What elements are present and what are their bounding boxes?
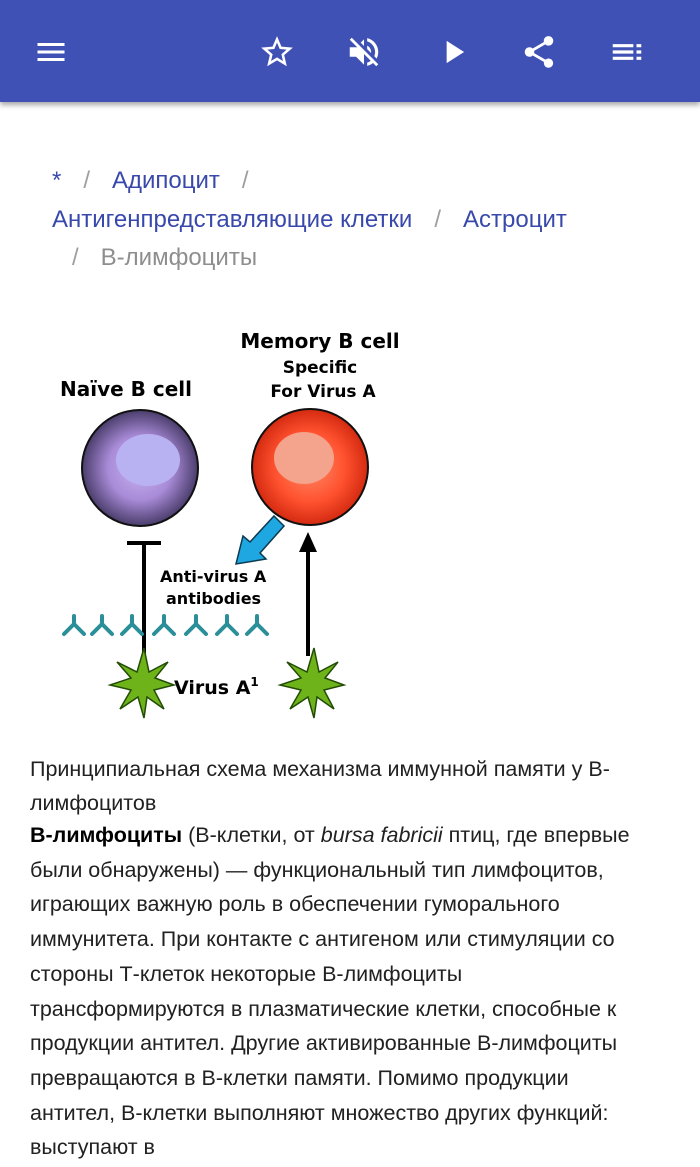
antibody	[62, 614, 86, 636]
share-icon[interactable]	[513, 26, 565, 78]
breadcrumb-separator: /	[241, 167, 249, 194]
article-intro: (В-клетки, от	[182, 823, 321, 847]
breadcrumb-separator: /	[83, 167, 91, 194]
naive-b-cell-label: Naïve B cell	[60, 377, 192, 401]
antibodies-row	[62, 614, 269, 636]
article-body: птиц, где впервые были обнаружены) — фун…	[30, 823, 630, 1160]
breadcrumb-separator: /	[72, 244, 79, 271]
antibody-label-line1: Anti-virus A	[160, 567, 267, 586]
breadcrumb: * / Адипоцит / Антигенпредставляющие клетки…	[52, 162, 652, 278]
naive-b-cell-nucleus	[116, 434, 180, 486]
memory-b-cell-label: Memory B cell	[240, 329, 399, 353]
breadcrumb-current: В-лимфоциты	[100, 244, 258, 271]
virus-particle	[107, 647, 177, 719]
memory-virus-label: For Virus A	[270, 382, 376, 402]
breadcrumb-item-apc[interactable]: Антигенпредставляющие клетки	[52, 205, 413, 233]
virus-a-superscript: 1	[250, 675, 258, 689]
memory-specific-label: Specific	[283, 358, 358, 378]
virus-particle	[277, 647, 347, 719]
volume-off-icon[interactable]	[338, 26, 390, 78]
antibody	[90, 614, 114, 636]
article-paragraph: В-лимфоциты (В-клетки, от bursa fabricii…	[30, 818, 655, 1165]
virus-a-text: Virus A	[174, 677, 251, 699]
breadcrumb-separator: /	[434, 205, 441, 233]
memory-b-cell-nucleus	[274, 432, 334, 484]
antibody-production-arrow	[234, 514, 286, 565]
antibody	[152, 614, 176, 636]
app-bar	[0, 0, 700, 102]
article-term: В-лимфоциты	[30, 823, 183, 847]
figure-caption: Принципиальная схема механизма иммунной …	[30, 757, 610, 815]
breadcrumb-item-astrocyte[interactable]: Астроцит	[463, 205, 567, 233]
breadcrumb-item-adipocyte[interactable]: Адипоцит	[112, 167, 220, 194]
virus-a-label: Virus A1	[174, 675, 259, 699]
play-icon[interactable]	[427, 26, 479, 78]
antibody	[120, 614, 144, 636]
hamburger-menu-icon[interactable]	[25, 26, 77, 78]
breadcrumb-item-root[interactable]: *	[52, 167, 62, 194]
star-outline-icon[interactable]	[251, 26, 303, 78]
antibody	[245, 614, 269, 636]
activation-arrowhead	[299, 532, 317, 552]
b-cell-memory-diagram: Memory B cell Specific For Virus A Naïve…	[60, 329, 400, 719]
article-latin-term: bursa fabricii	[320, 823, 443, 847]
antibody	[215, 614, 239, 636]
antibody	[184, 614, 208, 636]
antibody-label-line2: antibodies	[166, 589, 261, 608]
playlist-icon[interactable]	[601, 26, 653, 78]
